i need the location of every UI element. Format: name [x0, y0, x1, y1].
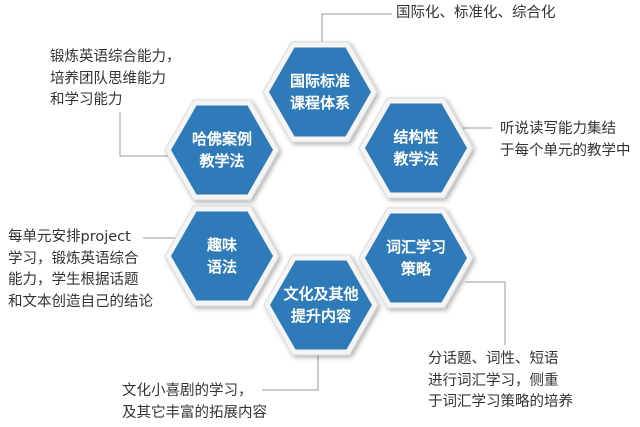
description-line: 国际化、标准化、综合化 [396, 5, 556, 21]
description-line: 锻炼英语综合能力， [50, 49, 181, 65]
hexagon-label-bottom-right: 词汇学习策略 [361, 236, 471, 280]
leader-line-top [321, 13, 392, 45]
description-line: 于词汇学习策略的培养 [428, 394, 573, 410]
hexagon-top-right [365, 103, 467, 193]
hexagon-label-bottom-left: 趣味语法 [167, 234, 277, 278]
description-top-right: 听说读写能力集结于每个单元的教学中 [500, 119, 631, 162]
hexagon-label-line: 结构性 [393, 128, 439, 146]
description-line: 和文本创造自己的结论 [8, 293, 153, 310]
hexagon-label-line: 教学法 [199, 152, 245, 170]
hexagon-label-line: 策略 [400, 260, 431, 278]
description-line: 分话题、词性、短语 [428, 351, 559, 367]
description-line: 每单元安排project [8, 229, 131, 245]
hexagon-label-line: 词汇学习 [385, 238, 446, 256]
description-line: 进行词汇学习，侧重 [428, 372, 559, 389]
hexagon-label-top-left: 哈佛案例教学法 [167, 128, 277, 172]
description-line: 于每个单元的教学中 [500, 142, 631, 159]
hexagon-bottom [270, 260, 372, 350]
hexagon-label-line: 语法 [206, 258, 237, 276]
leader-line-bottom-right [465, 281, 506, 345]
description-bottom: 文化小喜剧的学习， 及其它丰富的拓展内容 [122, 381, 267, 424]
hexagon-label-line: 提升内容 [290, 307, 351, 325]
description-top: 国际化、标准化、综合化 [396, 3, 556, 25]
hexagon-bottom-right [365, 213, 467, 303]
hexagon-label-line: 文化及其他 [283, 285, 359, 303]
hexagon-label-line: 趣味 [206, 236, 237, 254]
hexagon-top-left [171, 105, 273, 195]
leader-lines [119, 13, 506, 391]
hexagon-label-bottom: 文化及其他提升内容 [266, 283, 376, 327]
hexagon-label-line: 课程体系 [289, 94, 350, 112]
description-line: 听说读写能力集结 [500, 121, 616, 137]
hexagon-label-top: 国际标准课程体系 [265, 70, 375, 114]
description-line: 及其它丰富的拓展内容 [122, 404, 267, 421]
description-bottom-left: 每单元安排project 学习，锻炼英语综合能力，学生根据话题和文本创造自己的结论 [8, 227, 153, 313]
hexagon-bottom-left [171, 211, 273, 301]
description-line: 能力，学生根据话题 [8, 272, 139, 288]
hexagon-label-line: 国际标准 [289, 72, 350, 90]
hexagon-top [269, 47, 371, 137]
leader-line-top-left [119, 112, 172, 157]
hexagon-label-line: 哈佛案例 [191, 130, 252, 148]
description-bottom-right: 分话题、词性、短语进行词汇学习，侧重于词汇学习策略的培养 [428, 349, 573, 414]
description-line: 学习，锻炼英语综合 [8, 250, 139, 267]
description-line: 和学习能力 [50, 92, 123, 108]
description-top-left: 锻炼英语综合能力， 培养团队思维能力和学习能力 [50, 47, 181, 112]
description-line: 培养团队思维能力 [50, 70, 166, 87]
leader-line-bottom [262, 352, 319, 391]
hexagon-label-top-right: 结构性教学法 [361, 126, 471, 170]
hexagon-label-line: 教学法 [393, 150, 439, 168]
description-line: 文化小喜剧的学习， [122, 383, 253, 399]
